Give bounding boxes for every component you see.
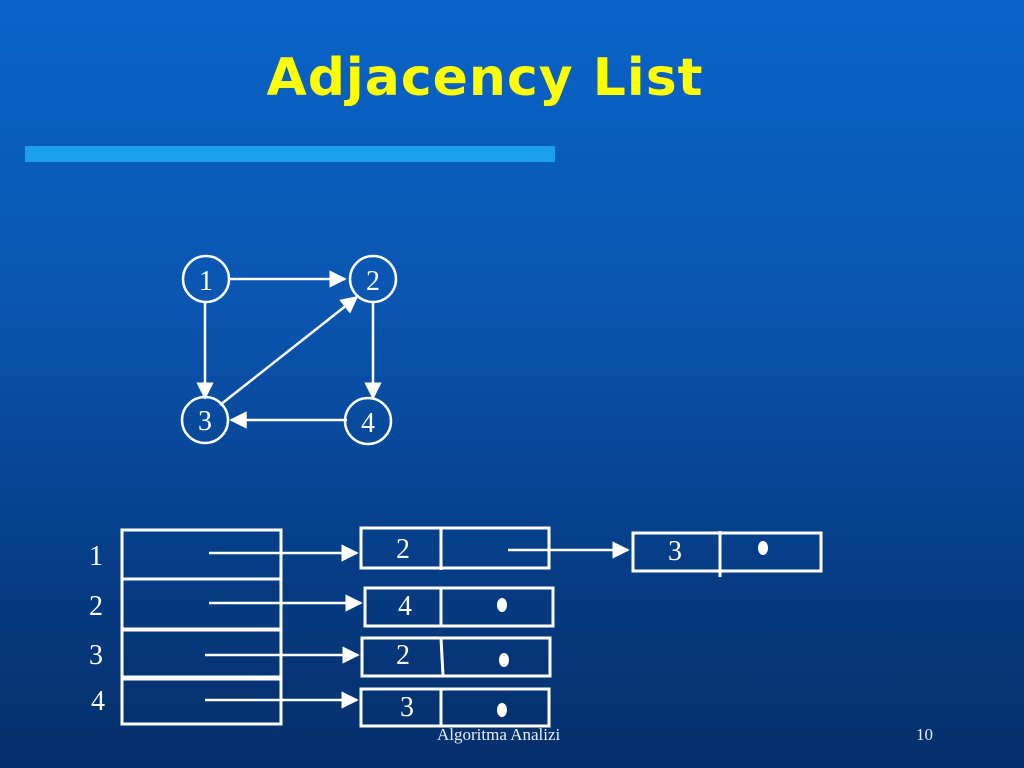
null-pointer-dot: [499, 653, 509, 667]
head-array: [120, 528, 283, 726]
head-pointers: [205, 544, 363, 709]
vertex-label-3: 3: [89, 640, 103, 671]
vertex-label-1: 1: [89, 541, 103, 572]
graph-edges: [196, 270, 382, 429]
node-label: 2: [366, 266, 380, 297]
list-node-row3-a: 2: [360, 636, 552, 678]
page-number: 10: [916, 725, 933, 744]
graph-node-3: 3: [180, 395, 230, 445]
null-pointer-dot: [497, 598, 507, 612]
list-node-row4-a: 3: [359, 687, 551, 728]
list-node-value: 3: [668, 536, 682, 567]
graph-node-4: 4: [343, 396, 393, 446]
head-cell-3: [120, 628, 283, 679]
list-node-value: 4: [398, 591, 412, 622]
list-node-value: 3: [400, 692, 414, 723]
list-node-row2-a: 4: [363, 586, 555, 628]
list-node-value: 2: [396, 640, 410, 671]
null-pointer-dot: [758, 541, 768, 555]
graph-node-2: 2: [348, 254, 398, 304]
slide-title: Adjacency List: [266, 48, 704, 108]
head-cell-4: [120, 677, 283, 726]
list-node-value: 2: [396, 534, 410, 565]
null-pointer-dot: [497, 703, 507, 717]
list-node-row1-a: 2: [359, 526, 551, 570]
vertex-label-4: 4: [91, 686, 105, 717]
node-label: 3: [198, 406, 212, 437]
list-node-row1-b: 3: [631, 531, 823, 577]
title-underline-bar: [25, 146, 555, 162]
edge-3-2: [219, 295, 359, 406]
vertex-label-2: 2: [89, 591, 103, 622]
node-label: 4: [361, 408, 375, 439]
footer-text: Algoritma Analizi: [437, 725, 561, 744]
graph-node-1: 1: [181, 254, 231, 304]
node-label: 1: [199, 266, 213, 297]
head-cell-1: [120, 528, 283, 581]
